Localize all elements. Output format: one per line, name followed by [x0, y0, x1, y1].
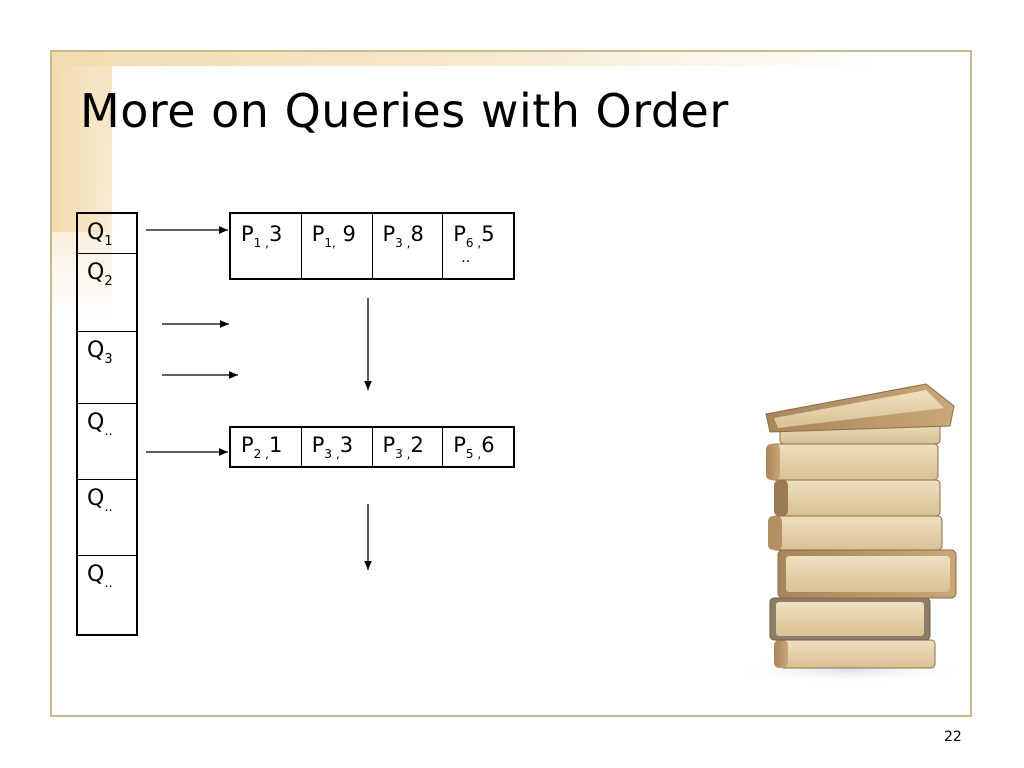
query-subscript: ..	[104, 576, 113, 591]
page-number: 22	[944, 729, 962, 745]
query-cell: Q..	[78, 556, 136, 634]
continuation-dots: ..	[461, 250, 471, 266]
stack-of-books-icon	[740, 383, 970, 684]
query-label: Q	[87, 486, 105, 511]
posting-cell: P1, 9	[302, 214, 373, 278]
query-subscript: ..	[104, 500, 113, 515]
query-label: Q	[87, 260, 105, 285]
query-cell: Q3	[78, 332, 136, 404]
query-subscript: ..	[104, 424, 113, 439]
query-subscript: 3	[104, 352, 113, 367]
query-cell: Q2	[78, 254, 136, 332]
slide-frame	[50, 50, 972, 717]
query-subscript: 2	[104, 274, 113, 289]
posting-cell: P5 ,6	[453, 433, 495, 461]
query-cell: Q..	[78, 404, 136, 480]
posting-list-1: P1 ,3 P1, 9 P3 ,8 P6 ,5 ..	[229, 212, 515, 280]
query-cell: Q1	[78, 214, 136, 254]
slide-title: More on Queries with Order	[80, 84, 729, 138]
query-column: Q1 Q2 Q3 Q.. Q.. Q..	[76, 212, 138, 636]
posting-cell: P1 ,3	[231, 214, 302, 278]
query-label: Q	[87, 562, 105, 587]
background-glow-top	[52, 52, 970, 66]
posting-cell: P6 ,5 ..	[453, 222, 495, 266]
query-label: Q	[87, 410, 105, 435]
posting-cell: P3 ,8	[373, 214, 444, 278]
posting-list-2: P2 ,1 P3 ,3 P3 ,2 P5 ,6	[229, 426, 515, 468]
query-cell: Q..	[78, 480, 136, 556]
query-subscript: 1	[104, 234, 113, 249]
posting-cell: P2 ,1	[231, 428, 302, 466]
background-glow-left	[52, 52, 114, 232]
posting-cell: P3 ,2	[373, 428, 444, 466]
posting-cell: P3 ,3	[302, 428, 373, 466]
query-label: Q	[87, 220, 105, 245]
query-label: Q	[87, 338, 105, 363]
